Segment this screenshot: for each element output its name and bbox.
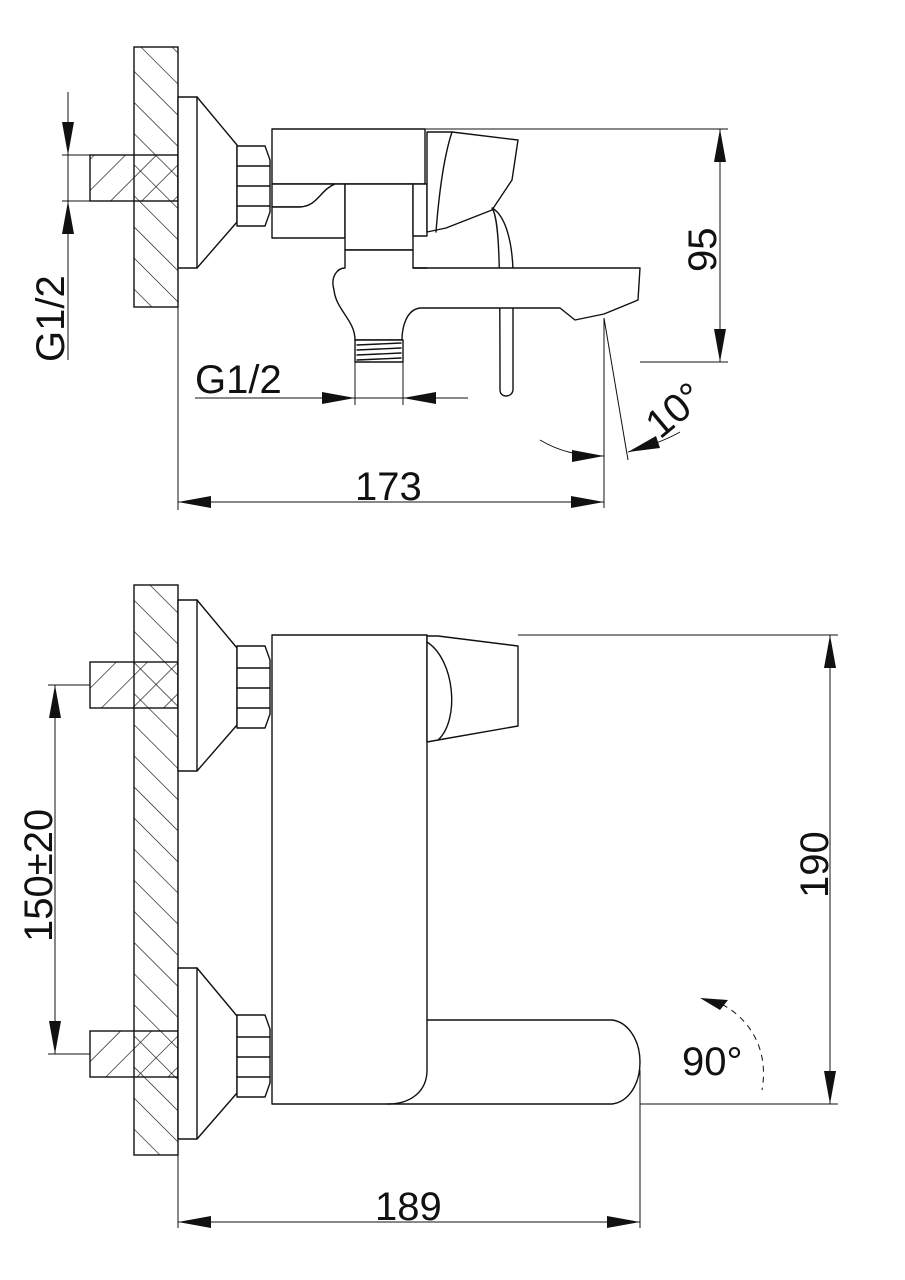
angle-90-label: 90° <box>682 1040 743 1084</box>
mixer-body-top <box>271 128 426 185</box>
spacing-150-label: 150±20 <box>17 809 61 942</box>
height-95-label: 95 <box>681 228 725 273</box>
escutcheon-upper <box>177 599 238 772</box>
pipe-section-upper <box>89 661 179 709</box>
handle-front <box>426 635 519 743</box>
thread-left-label: G1/2 <box>29 275 73 362</box>
thread-bottom-label: G1/2 <box>195 358 282 402</box>
pipe-section-top <box>89 154 179 202</box>
width-173-label: 173 <box>355 465 422 509</box>
height-190-label: 190 <box>793 831 837 898</box>
front-view: 150±20 190 90° 189 <box>17 584 838 1229</box>
top-view: G1/2 G1/2 95 10° 173 <box>29 46 728 510</box>
outlet-thread <box>354 339 404 363</box>
pipe-section-lower <box>89 1030 179 1078</box>
angle-10-label: 10° <box>638 374 713 447</box>
hex-nut-upper <box>236 645 271 729</box>
hex-nut-lower <box>236 1014 271 1098</box>
handle-top <box>426 131 519 233</box>
spout-top <box>332 249 641 341</box>
width-189-label: 189 <box>375 1185 442 1229</box>
mixer-body-front <box>271 634 641 1105</box>
escutcheon-lower <box>177 967 238 1140</box>
escutcheon-top <box>177 96 238 269</box>
